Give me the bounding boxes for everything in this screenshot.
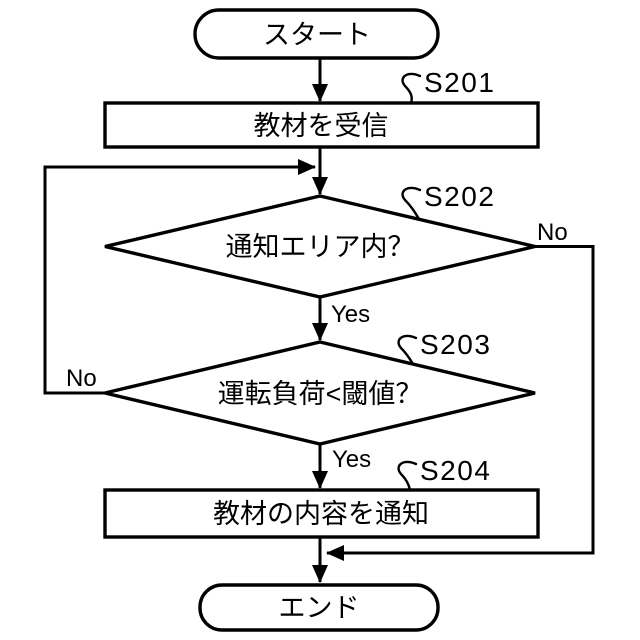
- branch-label-area-yes: Yes: [331, 301, 370, 328]
- edge-load-no-loop: [43, 159, 316, 395]
- node-receive-label: 教材を受信: [254, 111, 389, 141]
- leader-squiggle-s203: [397, 334, 418, 366]
- branch-label-load-no: No: [66, 365, 97, 392]
- node-area-label: 通知エリア内？: [226, 232, 415, 262]
- step-label-s202: S202: [424, 181, 495, 212]
- leader-squiggle-s202: [401, 186, 422, 221]
- leader-squiggle-s201: [401, 72, 422, 105]
- leader-squiggle-s204: [397, 460, 418, 492]
- node-area-shape: [104, 194, 536, 299]
- branch-label-load-yes: Yes: [332, 446, 371, 473]
- step-label-s201: S201: [424, 67, 495, 98]
- node-end-label: エンド: [279, 593, 360, 623]
- branch-label-area-no: No: [537, 219, 568, 246]
- node-load-shape: [104, 340, 536, 446]
- node-receive-shape: [103, 101, 540, 149]
- node-notify-shape: [103, 488, 540, 539]
- node-end-shape: [198, 583, 440, 632]
- node-start-label: スタート: [263, 20, 371, 50]
- node-notify-label: 教材の内容を通知: [213, 499, 429, 529]
- step-label-s204: S204: [420, 455, 491, 486]
- step-label-s203: S203: [420, 329, 491, 360]
- edge-area-no-loop: [326, 245, 595, 561]
- node-load-label: 運転負荷<閾値？: [218, 379, 423, 409]
- node-start-shape: [193, 8, 440, 60]
